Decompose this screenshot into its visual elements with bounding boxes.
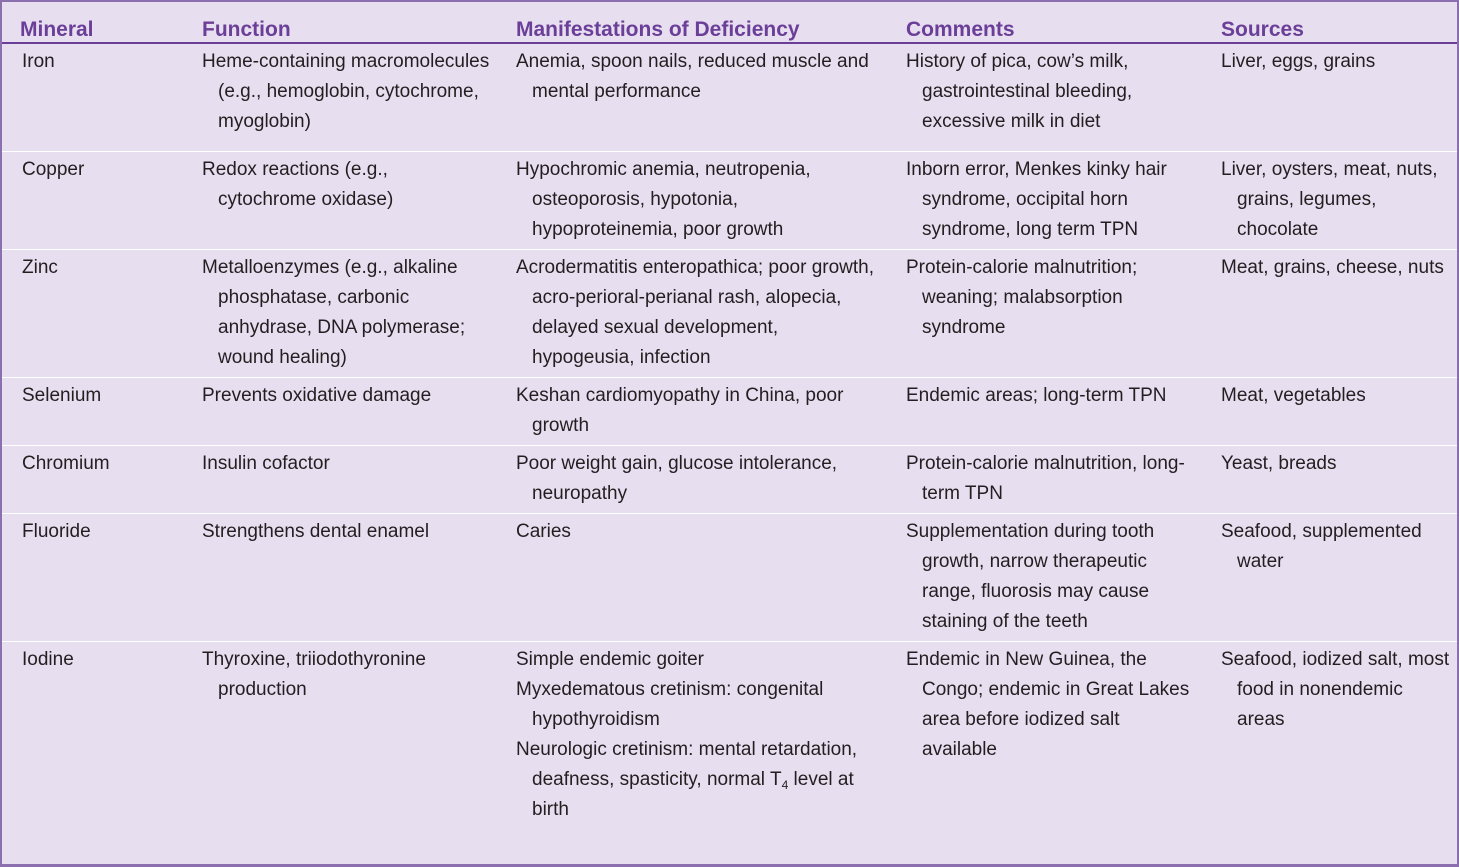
cell-text: Anemia, spoon nails, reduced muscle and … — [516, 51, 869, 102]
header-comments: Comments — [886, 2, 1201, 44]
cell-mineral: Iron — [2, 43, 182, 152]
cell-manifestations: Acrodermatitis enteropathica; poor growt… — [496, 249, 886, 378]
cell-manifestations: Hypochromic anemia, neutropenia, osteopo… — [496, 151, 886, 250]
cell-function: Metalloenzymes (e.g., alkaline phosphata… — [182, 249, 496, 378]
cell-text: Seafood, supplemented water — [1221, 520, 1422, 572]
table-row-chromium: Chromium Insulin cofactor Poor weight ga… — [2, 445, 1457, 514]
cell-text: Prevents oxidative damage — [202, 384, 432, 406]
header-sources: Sources — [1201, 2, 1457, 44]
table-header: Mineral Function Manifestations of Defic… — [2, 2, 1457, 44]
cell-text: Protein-calorie malnutrition, long-term … — [906, 452, 1185, 504]
header-function: Function — [182, 2, 496, 44]
table-row-zinc: Zinc Metalloenzymes (e.g., alkaline phos… — [2, 249, 1457, 378]
table-row-iodine: Iodine Thyroxine, triiodothyronine produ… — [2, 641, 1457, 829]
cell-manifestations: Keshan cardiomyopathy in China, poor gro… — [496, 377, 886, 446]
cell-text: Endemic areas; long-term TPN — [906, 384, 1167, 406]
header-manifestations: Manifestations of Deficiency — [496, 2, 886, 44]
cell-text: Myxedematous cretinism: congenital hypot… — [516, 678, 824, 730]
cell-function: Redox reactions (e.g., cytochrome oxidas… — [182, 151, 496, 250]
cell-text: Heme-containing macromolecules (e.g., he… — [202, 51, 490, 132]
cell-text: Keshan cardiomyopathy in China, poor gro… — [516, 384, 844, 436]
cell-text: Inborn error, Menkes kinky hair syndrome… — [906, 158, 1167, 240]
cell-text: Simple endemic goiter — [516, 648, 704, 670]
cell-text: History of pica, cow’s milk, gastrointes… — [906, 51, 1133, 132]
cell-text: Thyroxine, triiodothyronine production — [202, 648, 426, 700]
cell-text: Protein-calorie malnutrition; weaning; m… — [906, 256, 1138, 338]
cell-sources: Meat, vegetables — [1201, 377, 1457, 446]
cell-comments: Endemic in New Guinea, the Congo; endemi… — [886, 641, 1201, 829]
cell-mineral: Zinc — [2, 249, 182, 378]
cell-text: Supplementation during tooth growth, nar… — [906, 520, 1155, 632]
cell-sources: Liver, eggs, grains — [1201, 43, 1457, 152]
cell-text: Endemic in New Guinea, the Congo; endemi… — [906, 648, 1190, 760]
cell-text: Caries — [516, 520, 571, 542]
cell-text: Acrodermatitis enteropathica; poor growt… — [516, 256, 875, 368]
cell-text: Neurologic cretinism: mental retardation… — [516, 735, 880, 825]
cell-manifestations: Anemia, spoon nails, reduced muscle and … — [496, 43, 886, 152]
header-row: Mineral Function Manifestations of Defic… — [2, 2, 1457, 44]
cell-text: Metalloenzymes (e.g., alkaline phosphata… — [202, 256, 466, 368]
cell-sources: Seafood, iodized salt, most food in none… — [1201, 641, 1457, 829]
cell-text: Yeast, breads — [1221, 452, 1337, 474]
cell-function: Insulin cofactor — [182, 445, 496, 514]
table-row-copper: Copper Redox reactions (e.g., cytochrome… — [2, 151, 1457, 250]
cell-text: Seafood, iodized salt, most food in none… — [1221, 648, 1450, 730]
cell-function: Heme-containing macromolecules (e.g., he… — [182, 43, 496, 152]
cell-sources: Liver, oysters, meat, nuts, grains, legu… — [1201, 151, 1457, 250]
cell-sources: Seafood, supplemented water — [1201, 513, 1457, 642]
cell-text: Meat, vegetables — [1221, 384, 1366, 406]
cell-manifestations: Simple endemic goiter Myxedematous creti… — [496, 641, 886, 829]
cell-text-part: level at birth — [532, 768, 854, 820]
cell-function: Thyroxine, triiodothyronine production — [182, 641, 496, 829]
cell-sources: Meat, grains, cheese, nuts — [1201, 249, 1457, 378]
table-row-fluoride: Fluoride Strengthens dental enamel Carie… — [2, 513, 1457, 642]
cell-mineral: Selenium — [2, 377, 182, 446]
cell-mineral: Copper — [2, 151, 182, 250]
cell-function: Strengthens dental enamel — [182, 513, 496, 642]
cell-text-part: Neurologic cretinism: mental retardation… — [516, 738, 858, 790]
cell-comments: Protein-calorie malnutrition; weaning; m… — [886, 249, 1201, 378]
cell-mineral: Chromium — [2, 445, 182, 514]
minerals-table: Mineral Function Manifestations of Defic… — [2, 2, 1457, 829]
cell-comments: Endemic areas; long-term TPN — [886, 377, 1201, 446]
cell-mineral: Iodine — [22, 648, 74, 670]
table-row-iron: Iron Heme-containing macromolecules (e.g… — [2, 43, 1457, 152]
table-body: Iron Heme-containing macromolecules (e.g… — [2, 43, 1457, 829]
header-mineral: Mineral — [2, 2, 182, 44]
cell-comments: Supplementation during tooth growth, nar… — [886, 513, 1201, 642]
cell-function: Prevents oxidative damage — [182, 377, 496, 446]
cell-text: Strengthens dental enamel — [202, 520, 430, 542]
cell-comments: History of pica, cow’s milk, gastrointes… — [886, 43, 1201, 152]
cell-text: Liver, eggs, grains — [1221, 51, 1376, 72]
cell-text: Meat, grains, cheese, nuts — [1221, 256, 1444, 278]
cell-mineral: Fluoride — [2, 513, 182, 642]
cell-comments: Inborn error, Menkes kinky hair syndrome… — [886, 151, 1201, 250]
cell-text: Poor weight gain, glucose intolerance, n… — [516, 452, 838, 504]
cell-manifestations: Poor weight gain, glucose intolerance, n… — [496, 445, 886, 514]
cell-text: Liver, oysters, meat, nuts, grains, legu… — [1221, 158, 1438, 240]
cell-text: Hypochromic anemia, neutropenia, osteopo… — [516, 158, 811, 240]
subscript: 4 — [781, 777, 789, 792]
cell-manifestations: Caries — [496, 513, 886, 642]
cell-text: Insulin cofactor — [202, 452, 330, 474]
cell-text: Redox reactions (e.g., cytochrome oxidas… — [202, 158, 394, 210]
cell-comments: Protein-calorie malnutrition, long-term … — [886, 445, 1201, 514]
table-row-selenium: Selenium Prevents oxidative damage Kesha… — [2, 377, 1457, 446]
cell-sources: Yeast, breads — [1201, 445, 1457, 514]
